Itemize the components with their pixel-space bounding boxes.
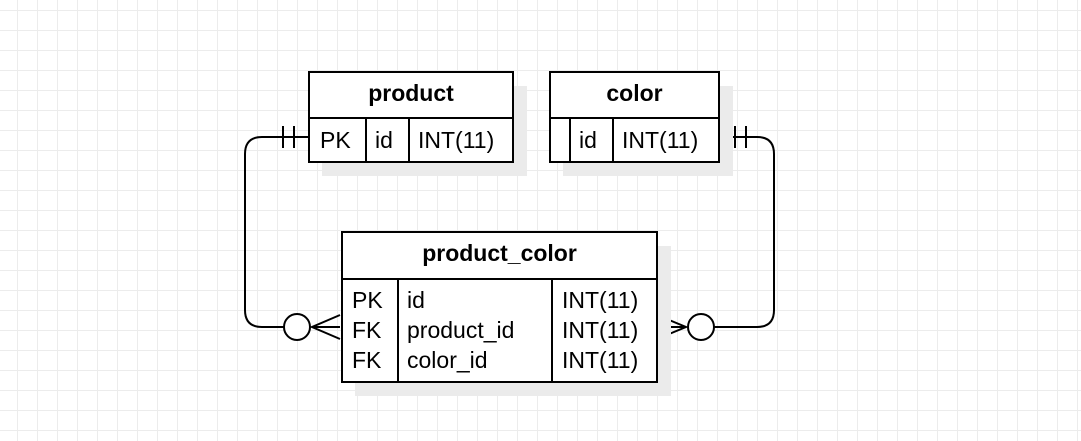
entity-product[interactable]: product PK id INT(11) bbox=[308, 71, 514, 163]
type-cell: INT(11) bbox=[622, 127, 699, 153]
entity-title: color bbox=[551, 73, 718, 119]
column-divider bbox=[397, 278, 399, 383]
connector-color-to-product-color bbox=[714, 136, 775, 328]
zero-circle-product-color-left bbox=[283, 313, 311, 341]
connector-product-to-product-color bbox=[244, 136, 309, 328]
column-divider bbox=[408, 117, 410, 161]
entity-color[interactable]: color id INT(11) bbox=[549, 71, 720, 163]
field-cell: product_id bbox=[407, 317, 515, 343]
crowfoot-product-color-left bbox=[309, 314, 341, 340]
field-cell: id bbox=[375, 127, 393, 153]
column-divider bbox=[612, 117, 614, 161]
key-cell: FK bbox=[352, 317, 382, 343]
entity-title: product bbox=[310, 73, 512, 119]
field-cell: id bbox=[407, 287, 425, 313]
field-cell: id bbox=[579, 127, 597, 153]
key-cell: PK bbox=[352, 287, 383, 313]
key-cell: FK bbox=[352, 347, 382, 373]
entity-product-color[interactable]: product_color PK id INT(11) FK product_i… bbox=[341, 231, 658, 383]
type-cell: INT(11) bbox=[562, 317, 639, 343]
column-divider bbox=[569, 117, 571, 161]
zero-circle-product-color-right bbox=[687, 313, 715, 341]
type-cell: INT(11) bbox=[562, 287, 639, 313]
column-divider bbox=[551, 278, 553, 383]
entity-title: product_color bbox=[343, 233, 656, 280]
key-cell: PK bbox=[320, 127, 351, 153]
column-divider bbox=[365, 117, 367, 161]
type-cell: INT(11) bbox=[418, 127, 495, 153]
type-cell: INT(11) bbox=[562, 347, 639, 373]
field-cell: color_id bbox=[407, 347, 488, 373]
